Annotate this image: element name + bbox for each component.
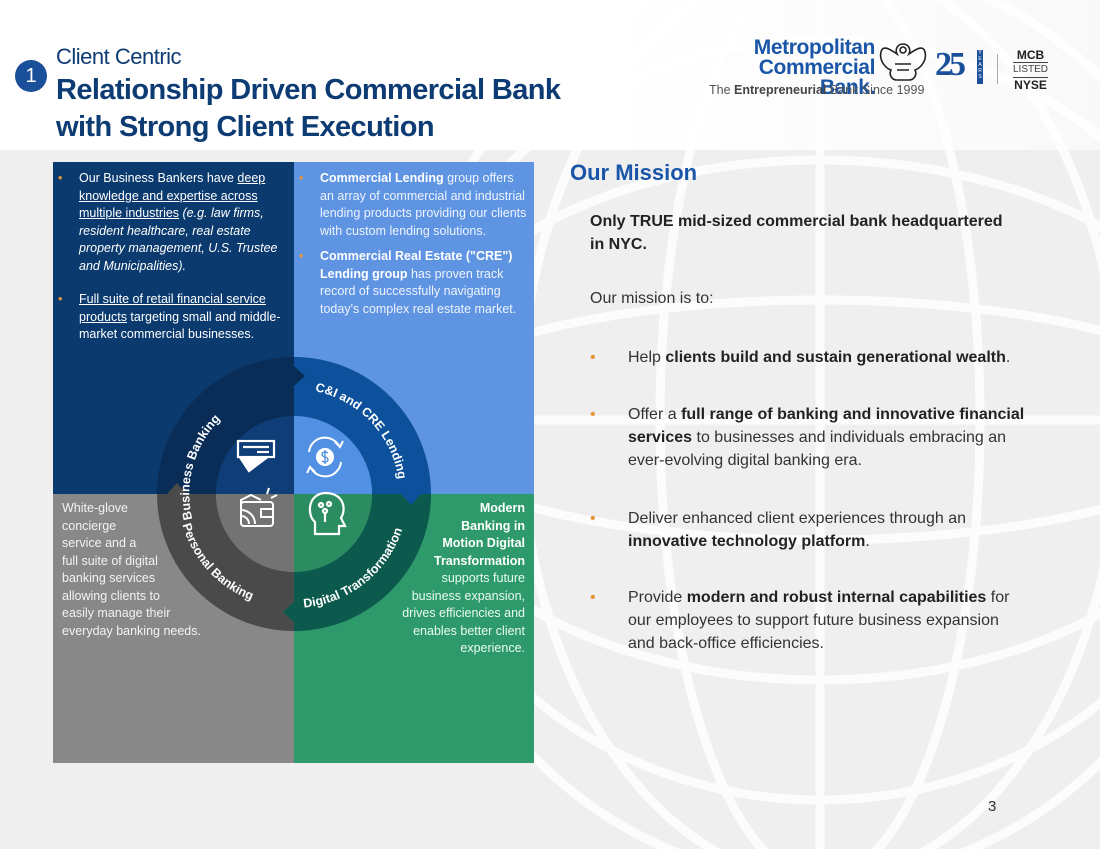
bullet-dot: • [590, 349, 596, 366]
mission-intro: Our mission is to: [590, 290, 714, 307]
text: group offers an array of commercial and … [320, 171, 527, 238]
text: to businesses and individuals embracing … [628, 429, 1007, 469]
years-bar: YEARS [977, 50, 983, 84]
text: has proven track record of successfully … [320, 266, 517, 316]
tagline-post: Bank Since 1999 [826, 83, 925, 97]
italic-text: (e.g. law firms, resident healthcare, re… [79, 206, 278, 273]
business-lines-panel: • Our Business Bankers have deep knowledg… [53, 162, 534, 763]
check-card-icon [236, 439, 276, 473]
mission-item: • Help clients build and sustain generati… [590, 346, 1030, 369]
bullet-dot: • [58, 171, 63, 185]
business-bullet-1: • Our Business Bankers have deep knowledg… [53, 170, 294, 275]
bold-text: clients build and sustain generational w… [665, 349, 1006, 366]
text: . [865, 533, 870, 550]
business-cycle-diagram: Business Banking C&I and CRE Lending Per… [157, 357, 431, 631]
bold-text: innovative technology platform [628, 533, 866, 550]
bullet-dot: • [590, 510, 596, 527]
mission-lead: Only TRUE mid-sized commercial bank head… [590, 213, 1003, 253]
bullet-dot: • [299, 171, 304, 185]
page-number: 3 [988, 798, 997, 815]
text: Deliver enhanced client experiences thro… [628, 510, 966, 527]
mission-heading: Our Mission [570, 160, 698, 185]
ring-segment-lending [294, 357, 431, 494]
text: Help [628, 349, 666, 366]
bold-text: modern and robust internal capabilities [686, 589, 987, 606]
mission-item: • Offer a full range of banking and innov… [590, 403, 1030, 472]
page-title: Relationship Driven Commercial Bank with… [56, 72, 561, 146]
lending-bullet-1: • Commercial Lending group offers an arra… [294, 170, 530, 240]
inner-quarter-ul [216, 416, 294, 494]
header-band [0, 0, 1100, 150]
bullet-dot: • [590, 406, 596, 423]
text: targeting small and middle-market commer… [79, 309, 281, 342]
exchange: NYSE [1014, 78, 1047, 92]
bold-text: full range of banking and innovative fin… [628, 406, 1025, 446]
ring-segment-business [157, 357, 294, 494]
text: . [1005, 349, 1011, 366]
section-number-badge: 1 [15, 60, 47, 92]
tagline-bold: Entrepreneurial [734, 83, 827, 97]
arrow-tip [283, 602, 294, 622]
text: supports future business expansion, driv… [402, 571, 525, 655]
title-line-2: with Strong Client Execution [56, 111, 435, 143]
arrow-tip [294, 366, 305, 386]
text: for our employees to support future busi… [628, 589, 1010, 652]
ring-segment-personal [157, 494, 294, 631]
logo-name-line-2: Commercial Bank. [758, 56, 876, 99]
logo-name-line-1: Metropolitan [753, 36, 876, 59]
bold-text: Commercial Lending [320, 171, 444, 185]
arrow-tip [401, 494, 421, 505]
logo-tagline: The Entrepreneurial Bank Since 1999 [709, 83, 924, 97]
ring-segment-digital [294, 494, 431, 631]
underlined-text: deep knowledge and expertise across mult… [79, 171, 266, 220]
mission-item: • Provide modern and robust internal capa… [590, 586, 1030, 655]
lending-bullet-2: • Commercial Real Estate ("CRE") Lending … [294, 248, 530, 318]
ticker: MCB [1016, 48, 1045, 62]
arrow-tip [167, 483, 187, 494]
logo-separator [997, 54, 998, 84]
bullet-dot: • [58, 292, 63, 306]
text: Our Business Bankers have [79, 171, 238, 185]
bold-text: Modern Banking in Motion Digital Transfo… [434, 501, 525, 568]
dollar-cycle-icon [306, 436, 344, 478]
personal-text: White-glove concierge service and a full… [62, 501, 201, 638]
bullet-dot: • [590, 589, 596, 606]
bold-text: Commercial Real Estate ("CRE") Lending g… [320, 249, 513, 281]
company-logo: Metropolitan Commercial Bank. The Entrep… [705, 36, 1055, 104]
bullet-dot: • [299, 249, 304, 263]
title-line-1: Relationship Driven Commercial Bank [56, 74, 561, 106]
anniversary-number: 25 [935, 46, 966, 83]
text: Offer a [628, 406, 682, 423]
tagline-pre: The [709, 83, 735, 97]
eagle-icon [879, 43, 927, 81]
business-bullet-2: • Full suite of retail financial service … [53, 291, 294, 344]
section-kicker: Client Centric [56, 44, 182, 69]
underlined-text: Full suite of retail financial service p… [79, 292, 266, 324]
mission-item: • Deliver enhanced client experiences thr… [590, 507, 1030, 553]
digital-head-icon [308, 491, 347, 536]
inner-quarter-ll [216, 494, 294, 572]
nyse-listing: MCB LISTED NYSE [1013, 48, 1049, 92]
wallet-contactless-icon [240, 487, 278, 527]
years-label: YEARS [978, 50, 982, 80]
listed-label: LISTED [1013, 62, 1049, 78]
logo-name: Metropolitan Commercial Bank. [705, 36, 876, 99]
text: Provide [628, 589, 687, 606]
